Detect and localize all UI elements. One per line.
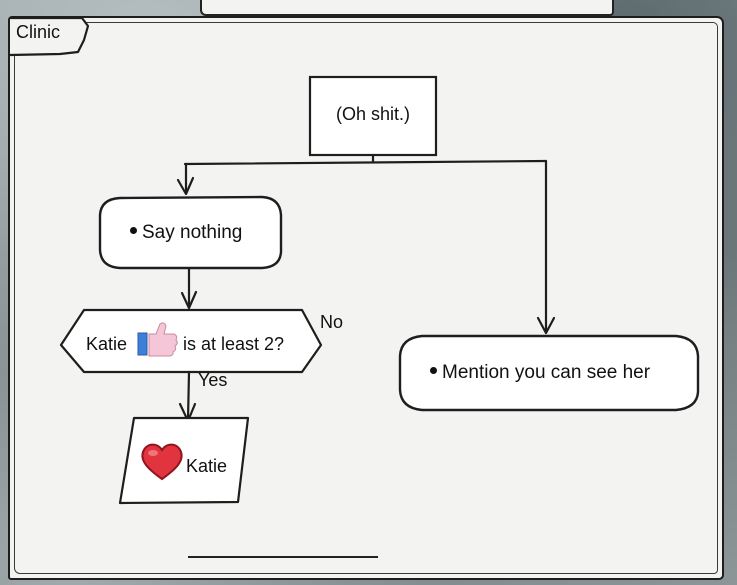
yes-label: Yes (198, 370, 228, 390)
condition-hexagon (59, 308, 323, 374)
condition-subject: Katie (86, 334, 128, 354)
mention-node[interactable]: Mention you can see her (430, 362, 650, 384)
result-text: Katie (186, 456, 228, 476)
bullet-icon (130, 227, 137, 235)
condition-text: is at least 2? (183, 334, 285, 354)
start-node-text: (Oh shit.) (336, 104, 411, 124)
mention-box (398, 334, 700, 412)
panel-title-tab (9, 16, 90, 57)
top-panel-edge (200, 0, 614, 16)
arrowhead-mention (536, 316, 556, 335)
say-nothing-box (98, 195, 283, 270)
no-label: No (320, 312, 344, 332)
panel-inner-border (14, 22, 718, 574)
say-nothing-label: Say nothing (142, 222, 243, 243)
thumbs-up-icon (137, 322, 178, 357)
bullet-icon (430, 367, 437, 375)
connector-yes (186, 370, 191, 422)
heart-icon (141, 443, 183, 481)
say-nothing-node[interactable]: Say nothing (130, 222, 242, 244)
branch-connector (183, 153, 548, 166)
arrowhead-say-nothing (176, 176, 195, 196)
panel-title: Clinic (16, 22, 61, 42)
arrowhead-condition (180, 290, 198, 310)
mention-label: Mention you can see her (442, 362, 651, 383)
result-parallelogram (118, 416, 250, 505)
bottom-divider (188, 556, 378, 558)
